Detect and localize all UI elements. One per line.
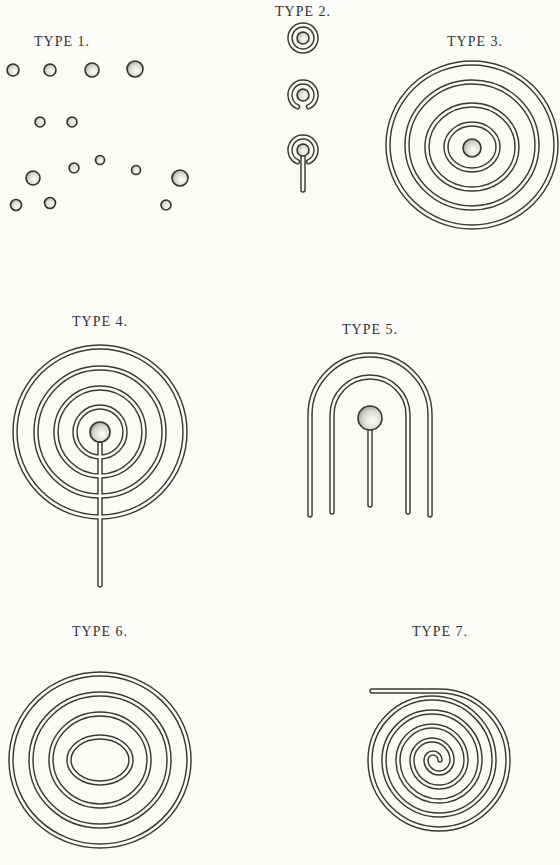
type-4-rings-with-channel: [15, 347, 185, 585]
type-label: TYPE 6.: [72, 624, 128, 640]
type-label: TYPE 7.: [412, 624, 468, 640]
type-label: TYPE 5.: [342, 322, 398, 338]
type-6-rings-no-cup: [11, 674, 189, 846]
type-5-horseshoe-rings: [310, 355, 430, 515]
type-1-cups: [7, 61, 188, 211]
type-7-spiral: [370, 691, 508, 829]
type-3-concentric-rings: [388, 63, 556, 227]
type-label: TYPE 4.: [72, 314, 128, 330]
type-label: TYPE 2.: [275, 4, 331, 20]
type-label: TYPE 3.: [447, 34, 503, 50]
type-2-ringed-cups: [290, 25, 316, 190]
type-label: TYPE 1.: [34, 34, 90, 50]
